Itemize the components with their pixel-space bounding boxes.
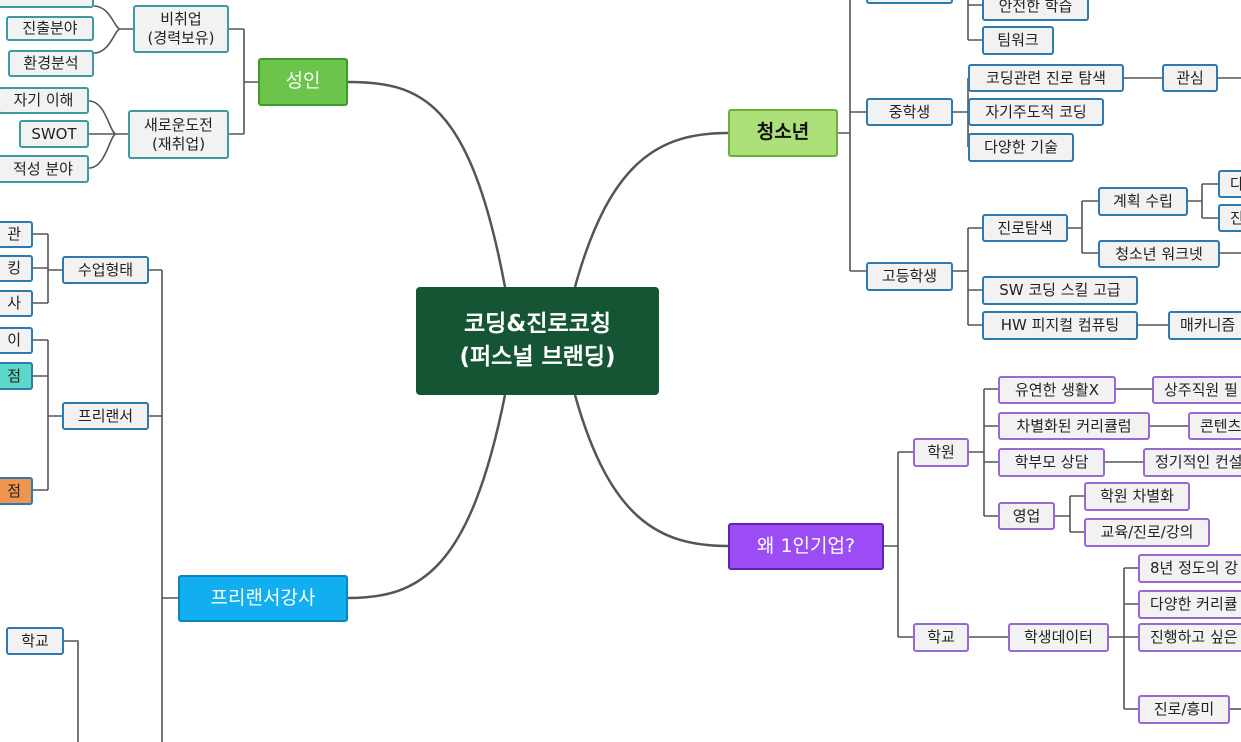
node-clipped-top[interactable] [0, 0, 94, 8]
node-sales[interactable]: 영업 [998, 502, 1055, 530]
node-sw-coding-advanced[interactable]: SW 코딩 스킬 고급 [982, 276, 1138, 305]
node-various-curriculum[interactable]: 다양한 커리큘 [1138, 590, 1241, 619]
node-high-school[interactable]: 고등학생 [866, 262, 953, 291]
node-academy-differentiation[interactable]: 학원 차별화 [1084, 482, 1190, 511]
node-resident-staff[interactable]: 상주직원 필 [1152, 376, 1241, 404]
node-new-challenge[interactable]: 새로운도전 (재취업) [128, 110, 229, 159]
node-clipped-teen-top[interactable] [866, 0, 953, 4]
branch-teen[interactable]: 청소년 [728, 109, 838, 157]
node-mechanism[interactable]: 매카니즘 [1168, 311, 1241, 340]
node-differentiated-curriculum[interactable]: 차별화된 커리큘럼 [998, 412, 1150, 440]
node-regular-consulting[interactable]: 정기적인 컨설 [1143, 448, 1241, 477]
node-safe-learning[interactable]: 안전한 학습 [982, 0, 1089, 21]
node-plan-child-1[interactable]: 다 [1218, 170, 1241, 198]
node-environment-analysis[interactable]: 환경분석 [8, 50, 94, 77]
node-various-tech[interactable]: 다양한 기술 [968, 133, 1074, 162]
node-contents[interactable]: 콘텐츠 [1188, 412, 1241, 440]
node-class-type-child-1[interactable]: 관 [0, 221, 33, 248]
node-class-type[interactable]: 수업형태 [62, 256, 149, 284]
node-class-type-child-3[interactable]: 사 [0, 290, 33, 317]
node-school-freelancer[interactable]: 학교 [6, 627, 64, 655]
node-eight-years[interactable]: 8년 정도의 강 [1138, 554, 1241, 583]
node-flexible-life[interactable]: 유연한 생활X [998, 376, 1116, 404]
node-freelance-child-3[interactable]: 점 [0, 477, 33, 505]
node-self-understanding[interactable]: 자기 이해 [0, 87, 89, 114]
branch-freelancer[interactable]: 프리랜서강사 [178, 575, 348, 622]
node-school[interactable]: 학교 [913, 623, 969, 652]
node-plan[interactable]: 계획 수립 [1098, 187, 1188, 216]
node-want-to-proceed[interactable]: 진행하고 싶은 [1138, 623, 1241, 652]
node-freelance[interactable]: 프리랜서 [62, 402, 149, 430]
central-topic[interactable]: 코딩&진로코칭 (퍼스널 브랜딩) [416, 287, 659, 395]
node-student-data[interactable]: 학생데이터 [1008, 623, 1109, 652]
node-non-employed[interactable]: 비취업 (경력보유) [133, 5, 229, 53]
node-self-directed-coding[interactable]: 자기주도적 코딩 [968, 98, 1104, 126]
node-aptitude-field[interactable]: 적성 분야 [0, 155, 89, 183]
node-parent-consult[interactable]: 학부모 상담 [998, 448, 1105, 477]
branch-why-one-person[interactable]: 왜 1인기업? [728, 523, 884, 570]
node-coding-career-explore[interactable]: 코딩관련 진로 탐색 [968, 64, 1124, 92]
node-hw-physical-computing[interactable]: HW 피지컬 컴퓨팅 [982, 311, 1138, 340]
node-academy[interactable]: 학원 [913, 438, 969, 467]
node-swot[interactable]: SWOT [19, 120, 89, 148]
node-career-interest[interactable]: 진로/흥미 [1138, 695, 1230, 724]
node-interest[interactable]: 관심 [1162, 64, 1218, 92]
branch-adult[interactable]: 성인 [258, 58, 348, 106]
node-education-career-lecture[interactable]: 교육/진로/강의 [1084, 518, 1210, 547]
node-youth-worknet[interactable]: 청소년 워크넷 [1098, 240, 1220, 268]
node-freelance-child-1[interactable]: 이 [0, 327, 33, 354]
node-middle-school[interactable]: 중학생 [866, 98, 953, 126]
node-career-field[interactable]: 진출분야 [6, 16, 94, 41]
node-plan-child-2[interactable]: 진 [1218, 204, 1241, 232]
node-career-explore[interactable]: 진로탐색 [982, 214, 1068, 242]
node-class-type-child-2[interactable]: 킹 [0, 255, 33, 282]
node-teamwork[interactable]: 팀워크 [982, 26, 1054, 55]
node-freelance-child-2[interactable]: 점 [0, 362, 33, 390]
